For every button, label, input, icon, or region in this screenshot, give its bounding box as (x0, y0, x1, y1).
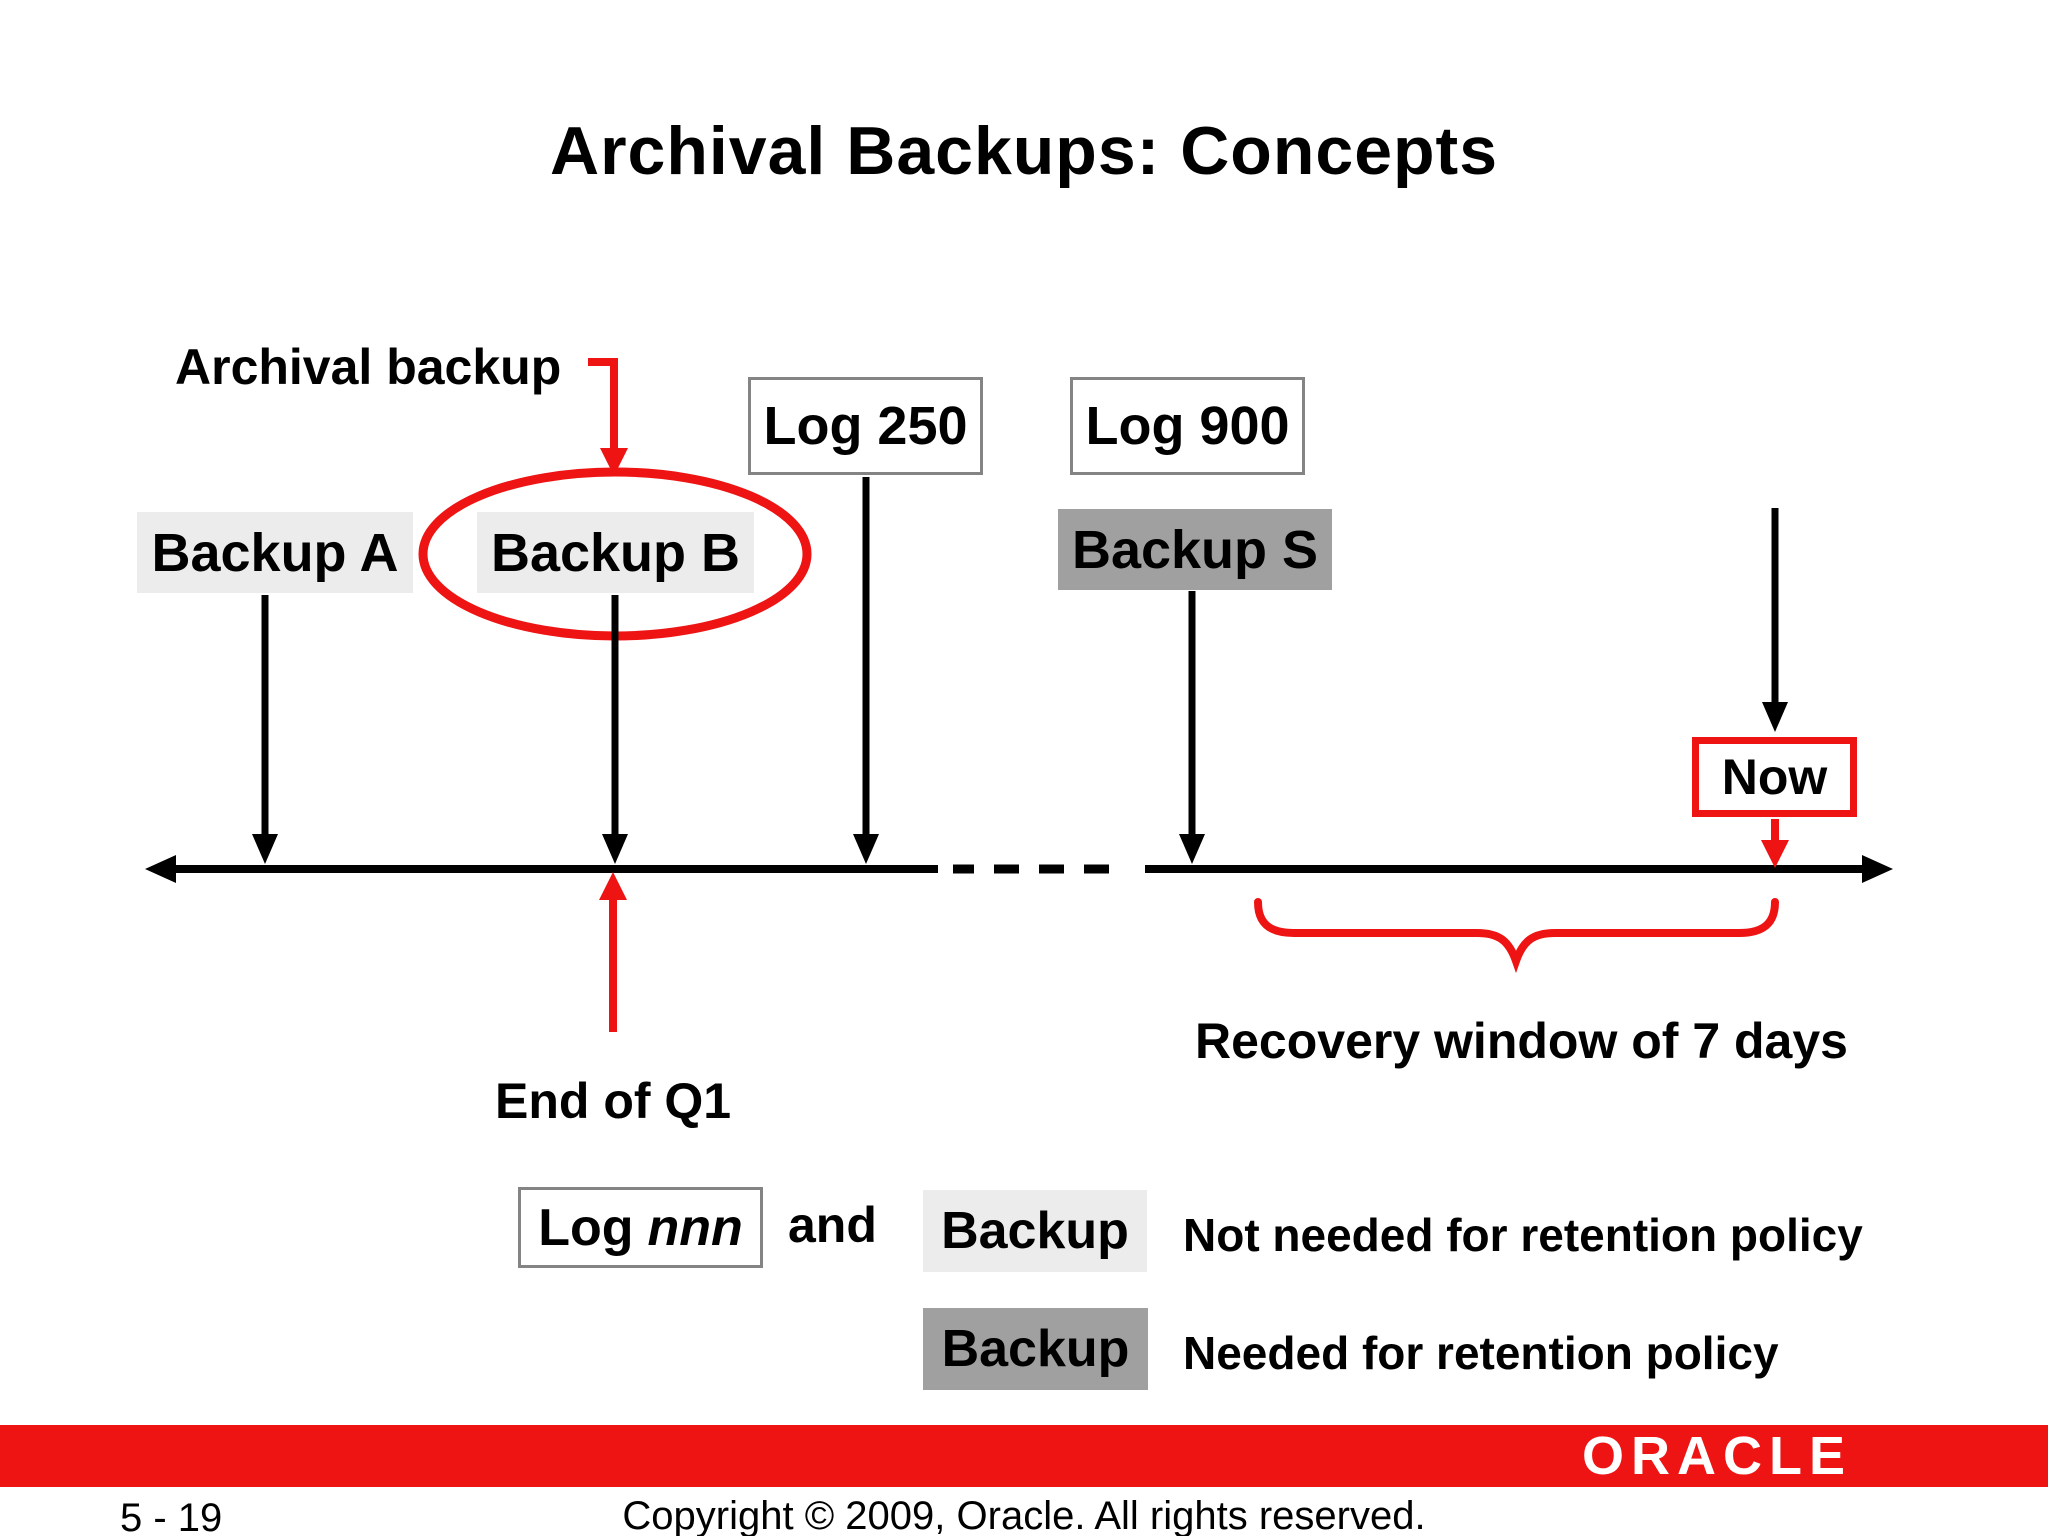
archival-backup-connector (588, 358, 618, 450)
now-arrowhead-icon (1762, 702, 1788, 732)
end-of-q1-arrowhead-icon (599, 872, 627, 900)
end-of-q1-label: End of Q1 (495, 1073, 732, 1129)
archival-backup-arrowhead-icon (600, 448, 628, 476)
backup-a-arrowhead-icon (252, 834, 278, 864)
oracle-logo: ORACLE (1582, 1426, 1852, 1486)
backup-a-box: Backup A (137, 512, 413, 593)
now-box: Now (1692, 737, 1857, 817)
timeline-left-arrowhead-icon (145, 855, 176, 883)
log-900-box: Log 900 (1070, 377, 1305, 475)
backup-b-arrowhead-icon (602, 834, 628, 864)
archival-backup-label: Archival backup (175, 339, 562, 395)
legend-needed-text: Needed for retention policy (1183, 1327, 1779, 1379)
backup-b-box: Backup B (477, 512, 754, 593)
page-title: Archival Backups: Concepts (549, 113, 1499, 189)
log-250-box: Log 250 (748, 377, 983, 475)
legend-backup-light-box: Backup (923, 1190, 1147, 1272)
backup-s-box: Backup S (1058, 509, 1332, 590)
recovery-window-label: Recovery window of 7 days (1195, 1013, 1848, 1069)
legend-and-label: and (788, 1197, 877, 1253)
legend-log-prefix: Log (538, 1198, 634, 1257)
now-down-arrowhead-icon (1761, 840, 1789, 868)
footer-bar (0, 1425, 2048, 1487)
page-number: 5 - 19 (120, 1496, 223, 1536)
backup-s-arrowhead-icon (1179, 834, 1205, 864)
copyright-text: Copyright © 2009, Oracle. All rights res… (622, 1494, 1426, 1536)
legend-backup-dark-box: Backup (923, 1308, 1148, 1390)
recovery-window-brace (1254, 898, 1779, 974)
legend-not-needed-text: Not needed for retention policy (1183, 1209, 1863, 1261)
log-250-arrowhead-icon (853, 834, 879, 864)
timeline-right-arrowhead-icon (1862, 855, 1893, 883)
legend-log-nnn: nnn (647, 1198, 743, 1257)
